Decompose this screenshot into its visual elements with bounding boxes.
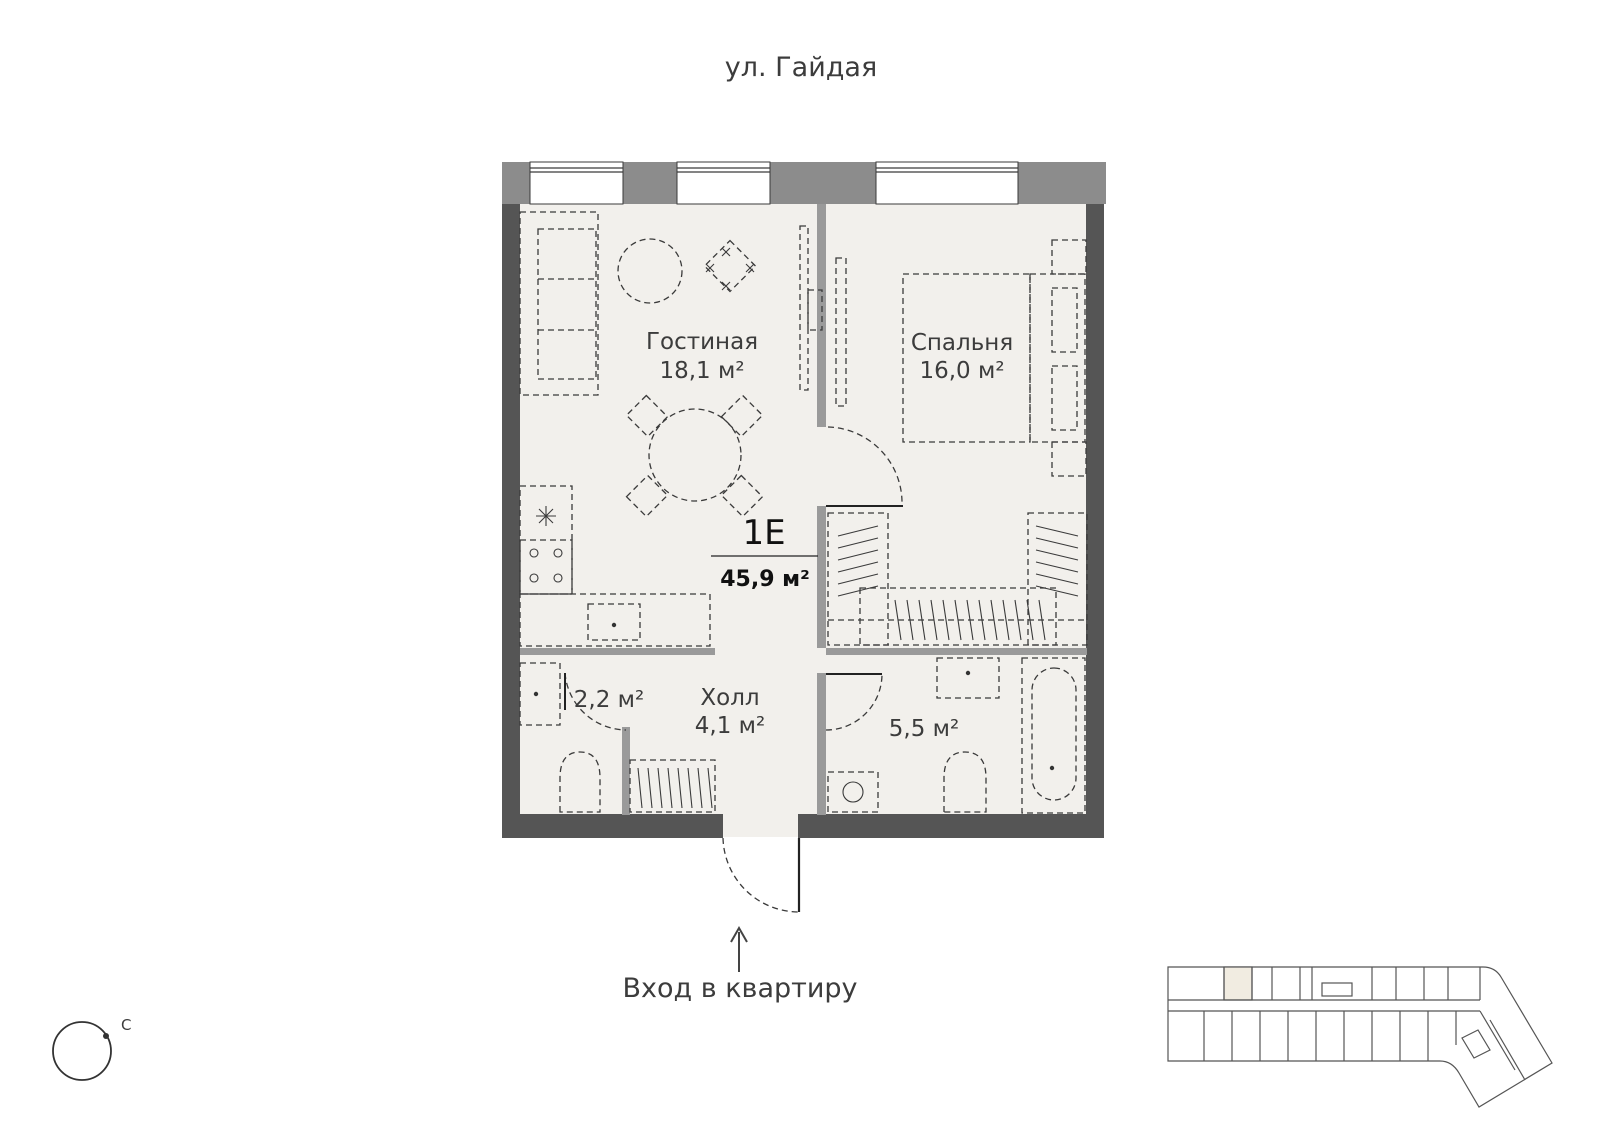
hanger-tick bbox=[1038, 599, 1046, 641]
entrance-arrow-icon bbox=[730, 925, 748, 972]
round-table-icon bbox=[617, 238, 683, 304]
interior-walls bbox=[520, 204, 1087, 815]
hanger-tick bbox=[918, 599, 926, 641]
hanger-tick bbox=[1002, 599, 1010, 641]
nightstand-top-icon bbox=[1051, 239, 1087, 275]
hanger-tick bbox=[954, 599, 962, 641]
bath-toilet-icon bbox=[943, 751, 987, 813]
hanger-tick bbox=[667, 767, 673, 809]
hanger-tick bbox=[837, 561, 879, 573]
hanger-tick bbox=[1035, 549, 1079, 561]
hanger-tick bbox=[677, 767, 683, 809]
wardrobe-icon bbox=[827, 512, 1088, 646]
bedroom-area: 16,0 м² bbox=[919, 358, 1004, 384]
compass-north-label: С bbox=[121, 1016, 131, 1034]
bath-sink-icon bbox=[936, 657, 1000, 699]
hanger-tick bbox=[687, 767, 693, 809]
hall-wardrobe-icon bbox=[629, 759, 716, 813]
washing-machine-icon bbox=[827, 771, 879, 813]
hanger-tick bbox=[894, 599, 902, 641]
hanger-tick bbox=[990, 599, 998, 641]
hanger-tick bbox=[1035, 525, 1079, 537]
sofa-icon bbox=[519, 211, 599, 396]
dining-table-icon bbox=[625, 394, 764, 518]
hanger-tick bbox=[837, 573, 879, 585]
bedroom-door bbox=[826, 426, 903, 507]
hall-area: 4,1 м² bbox=[695, 713, 765, 739]
wc-toilet-icon bbox=[559, 751, 601, 813]
tv-stand-icon bbox=[799, 225, 847, 407]
wc-door bbox=[564, 672, 627, 731]
bath-door bbox=[825, 673, 883, 731]
nightstand-bottom-icon bbox=[1051, 441, 1087, 477]
entrance-door bbox=[722, 837, 801, 913]
outer-walls bbox=[502, 204, 1104, 838]
living-room-name: Гостиная bbox=[646, 329, 758, 355]
hanger-tick bbox=[906, 599, 914, 641]
facade-wall bbox=[502, 161, 1106, 205]
building-key-plan bbox=[1167, 966, 1553, 1108]
street-label: ул. Гайдая bbox=[725, 52, 877, 83]
hanger-tick bbox=[966, 599, 974, 641]
extractor-icon bbox=[536, 506, 556, 526]
hanger-tick bbox=[942, 599, 950, 641]
hanger-tick bbox=[837, 537, 879, 549]
hanger-tick bbox=[647, 767, 653, 809]
living-room-area: 18,1 м² bbox=[659, 358, 744, 384]
compass-icon bbox=[52, 1021, 112, 1081]
hanger-tick bbox=[837, 525, 879, 537]
hanger-tick bbox=[637, 767, 643, 809]
armchair-icon bbox=[703, 239, 757, 293]
hanger-tick bbox=[1035, 537, 1079, 549]
hanger-tick bbox=[930, 599, 938, 641]
hanger-tick bbox=[1035, 585, 1079, 597]
bath-area: 5,5 м² bbox=[889, 716, 959, 742]
hanger-tick bbox=[837, 585, 879, 597]
wc-area: 2,2 м² bbox=[574, 687, 644, 713]
apartment-total-area: 45,9 м² bbox=[720, 567, 810, 592]
hanger-tick bbox=[707, 767, 713, 809]
apartment-code: 1Е bbox=[742, 513, 785, 553]
wardrobe-hangers bbox=[637, 525, 1079, 809]
bathtub-icon bbox=[1021, 657, 1086, 814]
kitchen-counter-icon bbox=[519, 485, 711, 647]
hanger-tick bbox=[837, 549, 879, 561]
hanger-tick bbox=[1035, 573, 1079, 585]
hall-name: Холл bbox=[700, 685, 759, 711]
bedroom-name: Спальня bbox=[911, 330, 1013, 356]
hanger-tick bbox=[1014, 599, 1022, 641]
wc-sink-icon bbox=[519, 662, 561, 726]
hanger-tick bbox=[1035, 561, 1079, 573]
hanger-tick bbox=[1026, 599, 1034, 641]
hanger-tick bbox=[657, 767, 663, 809]
hanger-tick bbox=[697, 767, 703, 809]
entrance-label: Вход в квартиру bbox=[622, 973, 857, 1004]
hanger-tick bbox=[978, 599, 986, 641]
